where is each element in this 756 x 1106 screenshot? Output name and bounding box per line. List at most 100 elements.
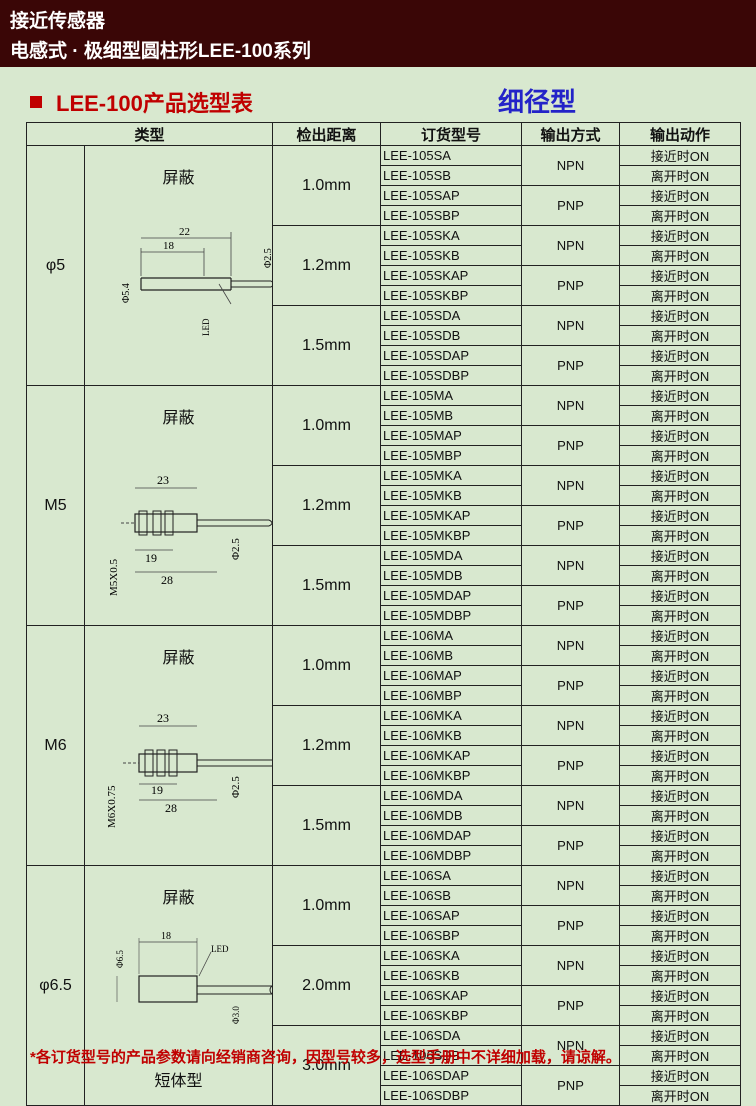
- order-code-cell: LEE-106MDBP: [380, 845, 523, 866]
- order-code-cell: LEE-106MDAP: [380, 825, 523, 846]
- distance-cell: 1.2mm: [272, 225, 382, 306]
- output-action-cell: 离开时ON: [619, 1005, 742, 1026]
- output-action-cell: 离开时ON: [619, 365, 742, 386]
- output-type-cell: PNP: [521, 825, 621, 866]
- output-action-cell: 接近时ON: [619, 745, 742, 766]
- header-subtitle: 电感式 · 极细型圆柱形LEE-100系列: [10, 41, 311, 62]
- order-code-cell: LEE-105SDB: [380, 325, 523, 346]
- order-code-cell: LEE-106SA: [380, 865, 523, 886]
- output-action-cell: 接近时ON: [619, 505, 742, 526]
- order-code-cell: LEE-106SBP: [380, 925, 523, 946]
- distance-cell: 1.0mm: [272, 385, 382, 466]
- output-action-cell: 离开时ON: [619, 565, 742, 586]
- model-cell: φ6.5: [26, 865, 85, 1106]
- table-row: LEE-105MDB 离开时ON: [27, 565, 742, 586]
- output-action-cell: 离开时ON: [619, 325, 742, 346]
- distance-cell: 1.0mm: [272, 865, 382, 946]
- dim-label: Φ2.5: [263, 248, 273, 268]
- output-action-cell: 接近时ON: [619, 905, 742, 926]
- order-code-cell: LEE-105MDB: [380, 565, 523, 586]
- order-code-cell: LEE-105SKB: [380, 245, 523, 266]
- output-type-cell: NPN: [521, 785, 621, 826]
- model-cell: φ5: [26, 145, 85, 386]
- model-cell: M6: [26, 625, 85, 866]
- order-code-cell: LEE-105MAP: [380, 425, 523, 446]
- output-action-cell: 接近时ON: [619, 705, 742, 726]
- output-action-cell: 离开时ON: [619, 845, 742, 866]
- order-code-cell: LEE-105SB: [380, 165, 523, 186]
- dim-label: Φ6.5: [115, 950, 125, 968]
- output-action-cell: 接近时ON: [619, 385, 742, 406]
- dim-label: Φ2.5: [230, 538, 242, 560]
- square-bullet-icon: [30, 96, 42, 108]
- output-action-cell: 离开时ON: [619, 725, 742, 746]
- output-action-cell: 离开时ON: [619, 445, 742, 466]
- order-code-cell: LEE-105MB: [380, 405, 523, 426]
- order-code-cell: LEE-105SDA: [380, 305, 523, 326]
- output-action-cell: 离开时ON: [619, 965, 742, 986]
- dim-label: 28: [165, 801, 177, 815]
- output-action-cell: 接近时ON: [619, 1025, 742, 1046]
- dim-label: M6X0.75: [106, 785, 118, 828]
- dim-label: 18: [161, 931, 171, 942]
- output-action-cell: 离开时ON: [619, 1085, 742, 1106]
- dim-label: M5X0.5: [108, 559, 120, 596]
- output-action-cell: 离开时ON: [619, 245, 742, 266]
- output-action-cell: 离开时ON: [619, 925, 742, 946]
- order-code-cell: LEE-105MKBP: [380, 525, 523, 546]
- output-type-cell: PNP: [521, 265, 621, 306]
- distance-cell: 1.5mm: [272, 305, 382, 386]
- output-type-cell: PNP: [521, 185, 621, 226]
- shield-label: 屏蔽: [162, 410, 195, 427]
- output-type-cell: PNP: [521, 905, 621, 946]
- led-label: LED: [201, 318, 211, 336]
- distance-cell: 1.2mm: [272, 465, 382, 546]
- distance-cell: 1.2mm: [272, 705, 382, 786]
- order-code-cell: LEE-106MDB: [380, 805, 523, 826]
- output-type-cell: PNP: [521, 425, 621, 466]
- section-title-text: LEE-100产品选型表: [56, 91, 253, 116]
- output-action-cell: 接近时ON: [619, 145, 742, 166]
- output-action-cell: 接近时ON: [619, 785, 742, 806]
- table-header-row: 类型 检出距离 订货型号 输出方式 输出动作: [25, 122, 742, 146]
- output-action-cell: 接近时ON: [619, 1065, 742, 1086]
- order-code-cell: LEE-105SBP: [380, 205, 523, 226]
- output-action-cell: 接近时ON: [619, 225, 742, 246]
- output-action-cell: 离开时ON: [619, 525, 742, 546]
- order-code-cell: LEE-106SDAP: [380, 1065, 523, 1086]
- order-code-cell: LEE-106MDA: [380, 785, 523, 806]
- dim-label: Φ2.5: [230, 776, 242, 798]
- output-action-cell: 离开时ON: [619, 1045, 742, 1066]
- output-action-cell: 接近时ON: [619, 465, 742, 486]
- order-code-cell: LEE-106SDBP: [380, 1085, 523, 1106]
- order-code-cell: LEE-106MA: [380, 625, 523, 646]
- order-code-cell: LEE-105MDBP: [380, 605, 523, 626]
- output-action-cell: 接近时ON: [619, 545, 742, 566]
- output-action-cell: 接近时ON: [619, 585, 742, 606]
- output-action-cell: 接近时ON: [619, 305, 742, 326]
- order-code-cell: LEE-106MKA: [380, 705, 523, 726]
- order-code-cell: LEE-106SKBP: [380, 1005, 523, 1026]
- output-action-cell: 离开时ON: [619, 685, 742, 706]
- output-type-cell: PNP: [521, 585, 621, 626]
- output-type-cell: PNP: [521, 745, 621, 786]
- shield-label: 屏蔽: [162, 650, 195, 667]
- footnote: *各订货型号的产品参数请向经销商咨询，因型号较多，选型手册中不详细加载，请谅解。: [30, 1049, 621, 1066]
- output-action-cell: 接近时ON: [619, 425, 742, 446]
- table-row: LEE-106SKBP 离开时ON: [27, 1005, 742, 1026]
